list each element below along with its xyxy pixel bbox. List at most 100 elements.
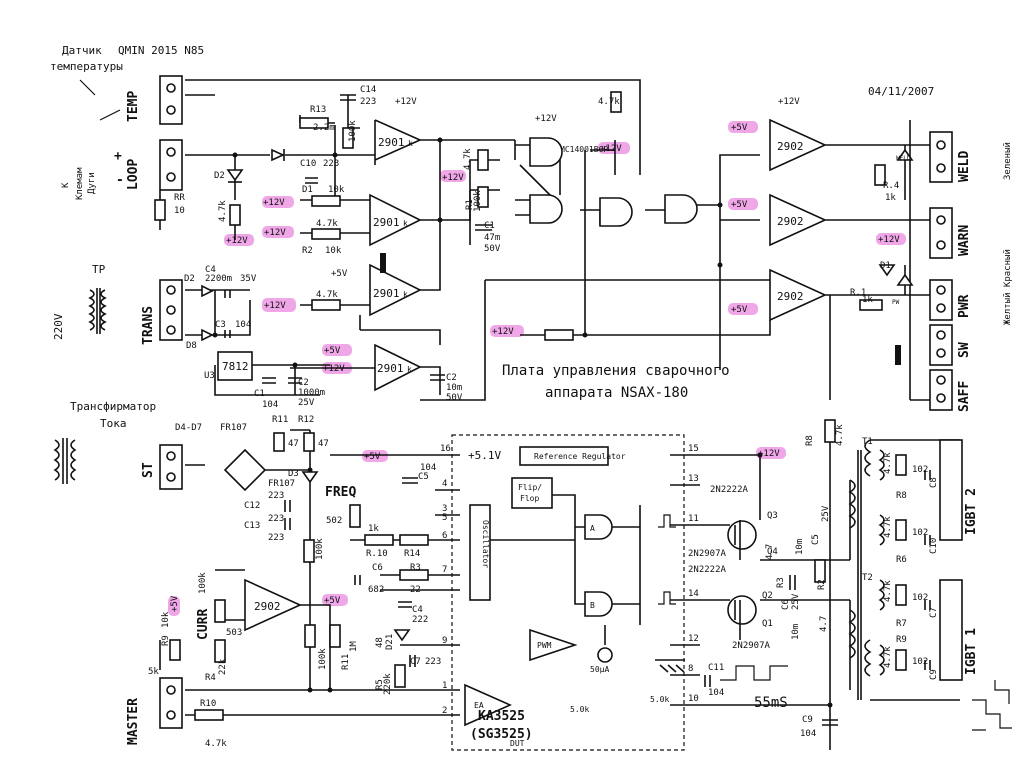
svg-text:2901: 2901	[373, 287, 400, 300]
svg-text:R11: R11	[272, 415, 288, 425]
transistors	[727, 520, 757, 625]
svg-text:10m: 10m	[795, 539, 805, 555]
svg-text:102: 102	[912, 528, 928, 538]
reference-regulator-label: Reference Regulator	[534, 452, 626, 461]
svg-text:+12V: +12V	[323, 364, 345, 374]
svg-text:+12V: +12V	[226, 236, 248, 246]
svg-text:+12V: +12V	[758, 449, 780, 459]
ground-marks	[380, 253, 901, 673]
svg-text:15: 15	[688, 444, 699, 454]
connector-warn-label: WARN	[957, 225, 972, 256]
svg-text:10k: 10k	[325, 246, 342, 256]
svg-text:220k: 220k	[383, 673, 393, 695]
svg-text:D2: D2	[184, 274, 195, 284]
svg-text:16: 16	[440, 444, 451, 454]
svg-text:2902: 2902	[777, 215, 804, 228]
svg-text:50V: 50V	[484, 244, 501, 254]
ic-dut: DUT	[510, 739, 525, 748]
svg-text:104: 104	[262, 400, 278, 410]
svg-text:R7: R7	[896, 619, 907, 629]
ea-label: EA	[474, 701, 484, 710]
svg-text:+5V: +5V	[731, 200, 748, 210]
svg-text:R13: R13	[310, 105, 326, 115]
capacitors	[224, 94, 931, 726]
svg-text:100k: 100k	[315, 538, 325, 560]
svg-text:+12V: +12V	[263, 198, 285, 208]
svg-text:D8: D8	[186, 341, 197, 351]
svg-text:+12V: +12V	[442, 173, 464, 183]
connector-saff	[929, 369, 953, 411]
connector-st-label: ST	[141, 462, 156, 478]
date: 04/11/2007	[868, 85, 934, 98]
resistors	[154, 91, 907, 721]
svg-text:+5V: +5V	[331, 269, 348, 279]
svg-text:Зеленый: Зеленый	[1003, 142, 1013, 180]
svg-text:10m: 10m	[791, 624, 801, 640]
r5k-a: 5.0k	[570, 705, 589, 714]
connector-temp	[159, 75, 183, 125]
svg-text:+5V: +5V	[364, 452, 381, 462]
svg-text:R9: R9	[161, 635, 171, 646]
flip-flop-label: Flip/	[518, 483, 542, 492]
svg-text:C5: C5	[811, 534, 821, 545]
svg-text:R10: R10	[200, 699, 216, 709]
svg-text:RR: RR	[174, 193, 185, 203]
gate-b-label: B	[590, 601, 595, 610]
svg-text:k: k	[403, 290, 408, 299]
svg-text:100k: 100k	[348, 120, 358, 142]
svg-text:+12V: +12V	[264, 228, 286, 238]
svg-text:+5V: +5V	[324, 596, 341, 606]
svg-text:2902: 2902	[254, 600, 281, 613]
time-label: 55mS	[754, 695, 788, 711]
svg-text:+12V: +12V	[535, 114, 557, 124]
svg-text:2902: 2902	[777, 140, 804, 153]
svg-text:6: 6	[442, 531, 447, 541]
connector-loop-label: LOOP	[126, 159, 141, 190]
svg-text:503: 503	[226, 628, 242, 638]
svg-text:2200m: 2200m	[205, 274, 232, 284]
svg-text:104: 104	[235, 320, 251, 330]
gate-a-label: A	[590, 524, 595, 533]
svg-text:223: 223	[425, 657, 441, 667]
svg-text:R9: R9	[896, 635, 907, 645]
svg-text:4.7k: 4.7k	[463, 148, 473, 170]
svg-text:9: 9	[442, 636, 447, 646]
svg-text:+12V: +12V	[264, 301, 286, 311]
svg-text:D4-D7: D4-D7	[175, 423, 202, 433]
svg-text:11: 11	[688, 514, 699, 524]
svg-text:10: 10	[688, 694, 699, 704]
r5k-b: 5.0k	[650, 695, 669, 704]
svg-text:C10: C10	[929, 538, 939, 554]
connector-master-label: MASTER	[126, 698, 141, 745]
svg-text:104: 104	[420, 463, 436, 473]
svg-text:R2: R2	[817, 579, 827, 590]
svg-text:1000m: 1000m	[298, 388, 325, 398]
svg-text:R12: R12	[298, 415, 314, 425]
connector-master	[159, 677, 183, 729]
svg-text:C2: C2	[446, 373, 457, 383]
svg-text:+5V: +5V	[731, 123, 748, 133]
svg-text:502: 502	[326, 516, 342, 526]
svg-text:C7: C7	[410, 657, 421, 667]
svg-text:D3: D3	[288, 469, 299, 479]
svg-text:1M: 1M	[349, 641, 359, 652]
svg-text:4.7k: 4.7k	[316, 290, 338, 300]
svg-text:C9: C9	[802, 715, 813, 725]
svg-text:104: 104	[800, 729, 816, 739]
svg-text:T2: T2	[862, 573, 873, 583]
svg-text:47: 47	[318, 439, 329, 449]
svg-text:C14: C14	[360, 85, 376, 95]
svg-text:PW: PW	[892, 299, 900, 306]
connector-trans-label: TRANS	[141, 306, 156, 345]
svg-text:47m: 47m	[484, 233, 500, 243]
curr-label: CURR	[196, 609, 211, 640]
svg-text:Q2: Q2	[762, 591, 773, 601]
svg-text:48: 48	[375, 637, 385, 648]
svg-text:10m: 10m	[446, 383, 462, 393]
svg-text:22: 22	[410, 585, 421, 595]
svg-text:4.7k: 4.7k	[316, 219, 338, 229]
svg-text:1: 1	[442, 681, 447, 691]
svg-text:223: 223	[268, 514, 284, 524]
supply-labels: +12V +12V +12V +12V +12V +5V +12V +5V +1…	[170, 97, 900, 612]
